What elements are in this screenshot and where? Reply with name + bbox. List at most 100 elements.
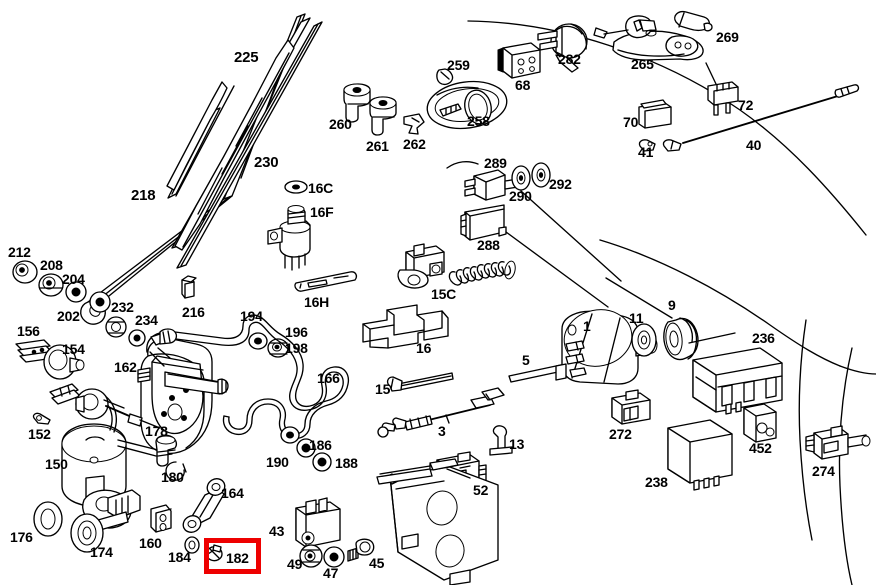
callout-260: 260	[329, 116, 352, 132]
callout-292: 292	[549, 176, 572, 192]
part-9-bushing	[605, 277, 699, 361]
callout-13: 13	[509, 436, 525, 452]
part-174-bearing	[70, 513, 104, 553]
part-16F-switch	[267, 205, 311, 271]
callout-194: 194	[240, 308, 263, 324]
callout-162: 162	[114, 359, 137, 375]
part-292-washer	[531, 162, 551, 188]
callout-198: 198	[285, 340, 308, 356]
callout-16F: 16F	[310, 204, 334, 220]
part-152-screw	[32, 412, 51, 425]
part-15C-switch	[397, 243, 445, 289]
part-190-washer	[280, 426, 300, 444]
part-166-hose	[146, 314, 350, 440]
callout-269: 269	[716, 29, 739, 45]
part-272-connector	[611, 389, 651, 425]
callout-272: 272	[609, 426, 632, 442]
callout-16: 16	[416, 340, 432, 356]
part-178-grommet	[155, 434, 178, 467]
part-16-plate	[362, 304, 449, 349]
callout-45: 45	[369, 555, 385, 571]
part-43-relay	[295, 497, 341, 548]
part-184-washer	[184, 536, 200, 554]
part-1-wiper-motor	[555, 309, 658, 385]
part-258-reservoir-seal	[426, 80, 508, 130]
callout-16C: 16C	[308, 180, 334, 196]
part-225-wiper-blade	[166, 17, 311, 251]
part-274-switch	[805, 425, 871, 460]
callout-259: 259	[447, 57, 470, 73]
part-238-relay	[667, 419, 733, 491]
callout-208: 208	[40, 257, 63, 273]
part-208-bushing	[38, 273, 64, 297]
part-282-horn	[537, 23, 588, 73]
callout-15: 15	[375, 381, 391, 397]
callout-166: 166	[317, 370, 340, 386]
callout-452: 452	[749, 440, 772, 456]
part-180-clip	[165, 461, 187, 481]
part-164-link-rod	[182, 478, 226, 533]
callout-5: 5	[522, 352, 530, 368]
part-150-pump-motor	[61, 391, 159, 531]
callout-52: 52	[473, 482, 489, 498]
part-11-washer	[631, 323, 657, 357]
callout-70: 70	[623, 114, 639, 130]
callout-49: 49	[287, 556, 303, 572]
callout-225: 225	[234, 49, 259, 66]
callout-184: 184	[168, 549, 191, 565]
part-202-nut	[89, 291, 111, 313]
part-40-cable	[662, 84, 860, 152]
part-262-clip	[403, 113, 425, 135]
part-236-control-unit	[688, 332, 783, 415]
callout-43: 43	[269, 523, 285, 539]
callout-156: 156	[17, 323, 40, 339]
callout-216: 216	[182, 304, 205, 320]
callout-47: 47	[323, 565, 339, 581]
callout-72: 72	[738, 97, 754, 113]
part-13-clip	[489, 425, 513, 456]
part-68-relay	[497, 42, 541, 79]
callout-204: 204	[62, 271, 85, 287]
callout-180: 180	[161, 469, 184, 485]
part-49-bushing	[299, 544, 323, 568]
part-265-handle	[593, 15, 704, 61]
part-204-washer	[65, 281, 87, 303]
callout-288: 288	[477, 237, 500, 253]
callout-202: 202	[57, 308, 80, 324]
part-261-nozzle	[369, 96, 397, 136]
part-232-nut	[105, 316, 127, 338]
part-290-washer	[511, 165, 531, 191]
callout-11: 11	[629, 310, 644, 326]
callout-238: 238	[645, 474, 668, 490]
callout-274: 274	[812, 463, 835, 479]
highlight-box-part-182	[204, 538, 261, 574]
wiring-connector	[49, 383, 161, 429]
callout-188: 188	[335, 455, 358, 471]
callout-160: 160	[139, 535, 162, 551]
callout-196: 196	[285, 324, 308, 340]
part-160-bracket	[150, 504, 172, 533]
part-260-nozzle	[343, 83, 371, 123]
callout-265: 265	[631, 56, 654, 72]
part-230-wiper-blade	[176, 21, 323, 269]
spring-coil	[448, 260, 516, 286]
callout-186: 186	[309, 437, 332, 453]
part-16H-fuse	[294, 271, 358, 292]
part-288-module	[460, 204, 507, 241]
part-186-washer	[296, 438, 316, 458]
part-452-relay	[743, 403, 777, 443]
part-259-bulb	[436, 68, 454, 86]
callout-15C: 15C	[431, 286, 457, 302]
part-176-seal	[33, 501, 63, 537]
callout-258: 258	[467, 113, 490, 129]
part-212-bushing	[12, 260, 38, 284]
callout-289: 289	[484, 155, 507, 171]
callout-41: 41	[638, 144, 654, 160]
callout-182: 182	[226, 550, 249, 566]
callout-261: 261	[366, 138, 389, 154]
part-16C-washer	[284, 180, 308, 194]
callout-150: 150	[45, 456, 68, 472]
callout-174: 174	[90, 544, 113, 560]
